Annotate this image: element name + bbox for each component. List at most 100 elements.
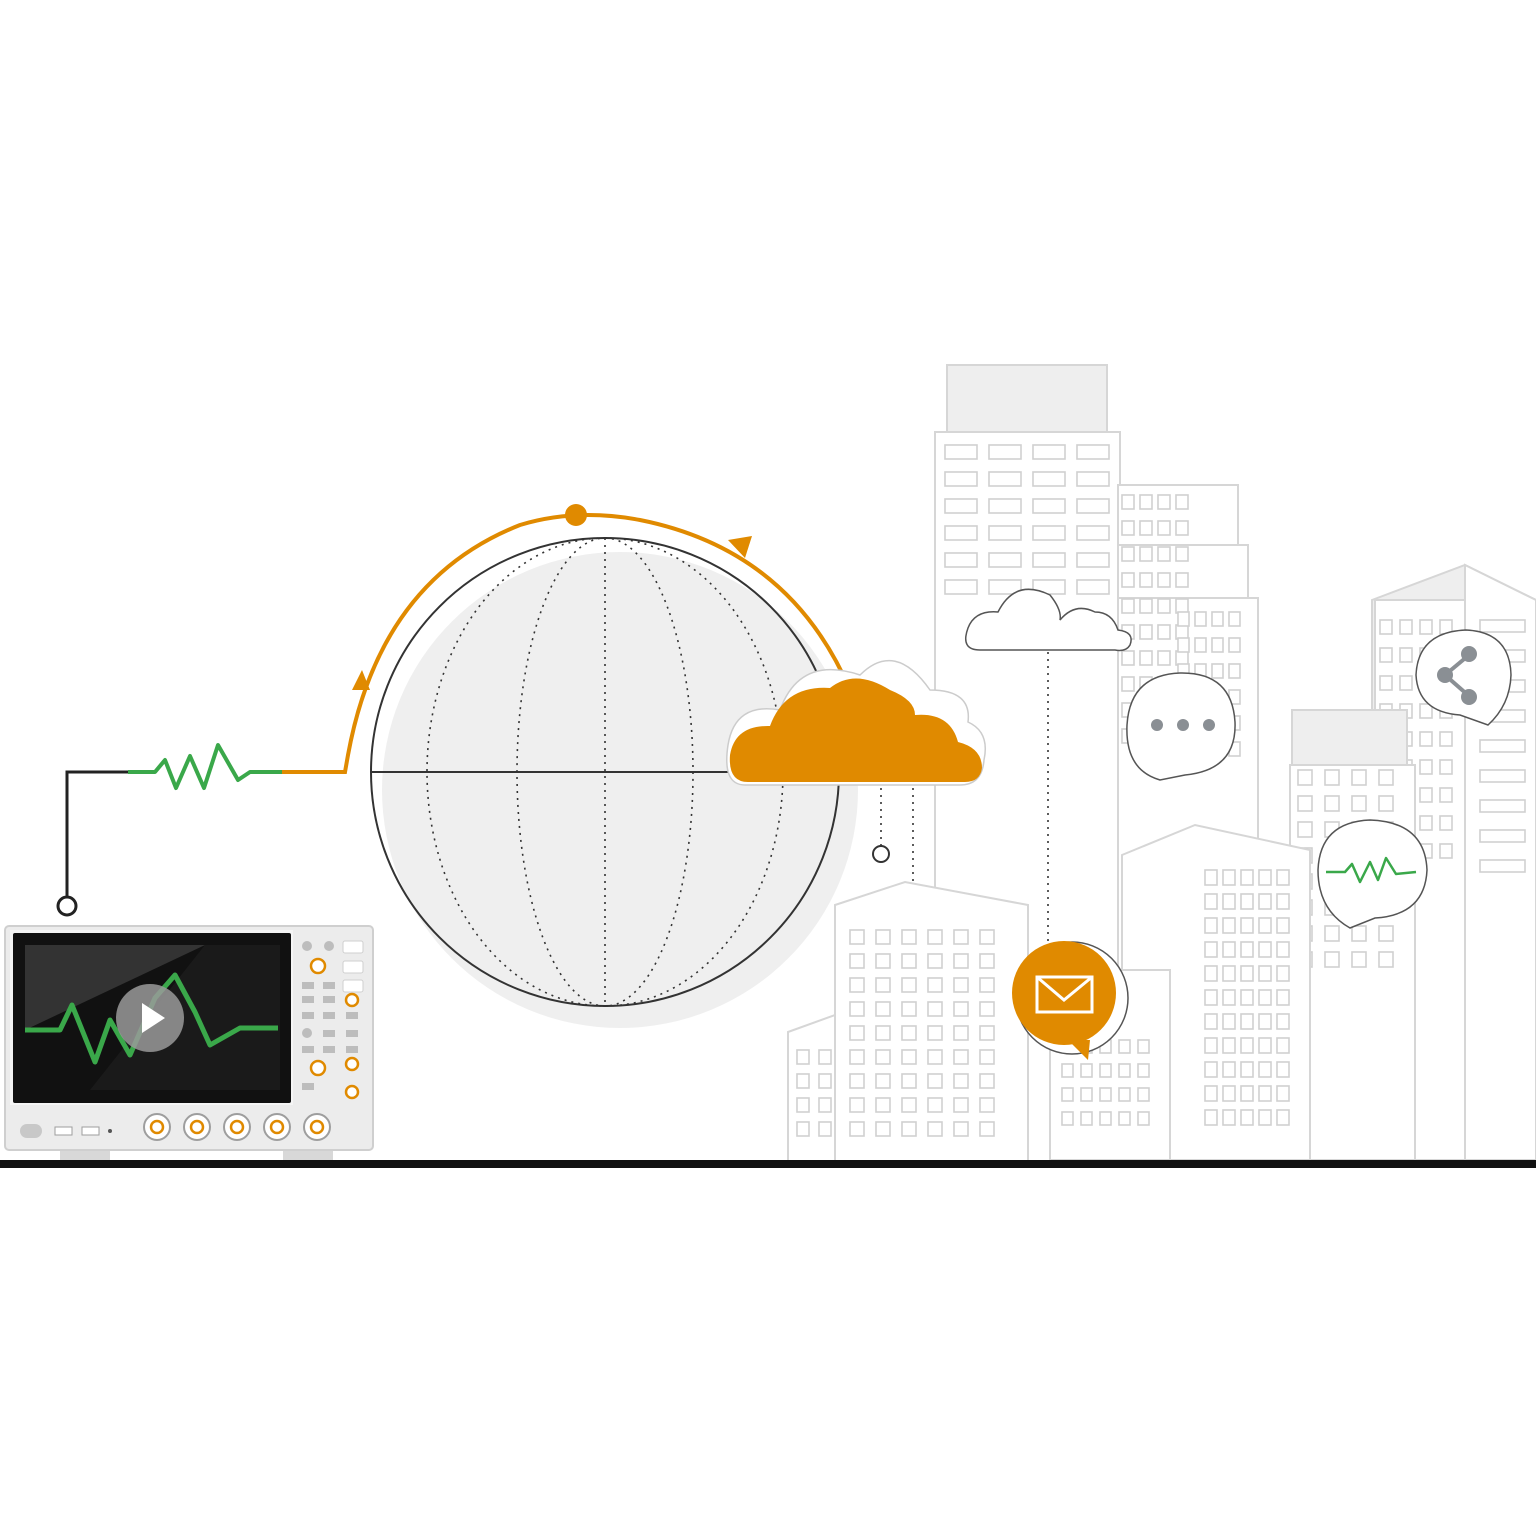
building-window (1258, 1037, 1272, 1054)
signal-orbit-path (280, 504, 852, 774)
building-window (875, 1073, 891, 1089)
building-window (1222, 1037, 1236, 1054)
building-window (1211, 637, 1224, 653)
building-window (1276, 1061, 1290, 1078)
building-window (1399, 619, 1413, 635)
building-window (1157, 546, 1171, 562)
building-window (1204, 893, 1218, 910)
building-window (1439, 787, 1453, 803)
building-window (1351, 925, 1367, 942)
building-window (1157, 624, 1171, 640)
output-knob[interactable] (143, 1113, 171, 1141)
building-window (1258, 941, 1272, 958)
power-button[interactable] (20, 1124, 42, 1138)
building-window (1276, 893, 1290, 910)
building-window (1258, 893, 1272, 910)
building-window (979, 1073, 995, 1089)
output-knob[interactable] (223, 1113, 251, 1141)
building-window (849, 1049, 865, 1065)
building-window (1175, 624, 1189, 640)
building-window (1479, 799, 1526, 813)
building-window (988, 552, 1022, 568)
building-window (1258, 1085, 1272, 1102)
building-window (1204, 869, 1218, 886)
building-window (1211, 663, 1224, 679)
building-window (979, 953, 995, 969)
building-window (953, 977, 969, 993)
output-knob[interactable] (263, 1113, 291, 1141)
building-window (1211, 611, 1224, 627)
building-window (979, 1049, 995, 1065)
building-window (1222, 941, 1236, 958)
building-window (927, 1121, 943, 1137)
building-window (849, 953, 865, 969)
building-window (875, 1121, 891, 1137)
building-window (901, 1073, 917, 1089)
building-window (1157, 494, 1171, 510)
building-window (901, 1097, 917, 1113)
building-window (988, 579, 1022, 595)
building-window (1258, 965, 1272, 982)
building-window (953, 1049, 969, 1065)
building-window (1479, 619, 1526, 633)
building-window (1139, 572, 1153, 588)
building-window (979, 1097, 995, 1113)
building-window (1378, 795, 1394, 812)
output-knob[interactable] (183, 1113, 211, 1141)
building-window (1157, 650, 1171, 666)
building-window (1139, 494, 1153, 510)
building-window (1139, 650, 1153, 666)
building-window (1240, 869, 1254, 886)
building-window (1258, 1109, 1272, 1126)
building-window (849, 1025, 865, 1041)
building-window (1121, 676, 1135, 692)
building-window (944, 498, 978, 514)
output-knob[interactable] (303, 1113, 331, 1141)
building-window (818, 1097, 832, 1113)
building-window (875, 1025, 891, 1041)
building-window (1032, 471, 1066, 487)
signal-generator (4, 925, 374, 1162)
building-window (1240, 1109, 1254, 1126)
play-icon (142, 1003, 165, 1033)
building-window (1137, 1111, 1150, 1126)
building-window (1076, 525, 1110, 541)
mail-bubble (1012, 941, 1129, 1060)
building-window (1061, 1111, 1074, 1126)
building-window (1276, 989, 1290, 1006)
building-window (1204, 989, 1218, 1006)
building-window (944, 444, 978, 460)
building-left (787, 880, 1029, 1166)
building-window (901, 977, 917, 993)
building-window (1204, 917, 1218, 934)
building-window (1399, 647, 1413, 663)
building-window (1121, 598, 1135, 614)
building-window (1419, 759, 1433, 775)
building-window (927, 1097, 943, 1113)
building-window (901, 929, 917, 945)
building-window (953, 953, 969, 969)
building-window (1258, 1061, 1272, 1078)
building-window (1139, 624, 1153, 640)
building-window (1177, 611, 1190, 627)
building-window (1204, 1085, 1218, 1102)
building-window (1080, 1087, 1093, 1102)
building-window (988, 498, 1022, 514)
signal-wire (56, 743, 282, 917)
building-window (1228, 663, 1241, 679)
building-window (927, 1025, 943, 1041)
building-window (1222, 1013, 1236, 1030)
building-window (1378, 769, 1394, 786)
building-window (1139, 520, 1153, 536)
building-window (1439, 815, 1453, 831)
building-window (1099, 1087, 1112, 1102)
building-window (927, 1049, 943, 1065)
building-window (875, 1097, 891, 1113)
building-window (1479, 739, 1526, 753)
building-window (1324, 769, 1340, 786)
building-window (1157, 598, 1171, 614)
building-window (796, 1049, 810, 1065)
play-button[interactable] (116, 984, 184, 1052)
building-window (901, 1025, 917, 1041)
building-window (1076, 444, 1110, 460)
